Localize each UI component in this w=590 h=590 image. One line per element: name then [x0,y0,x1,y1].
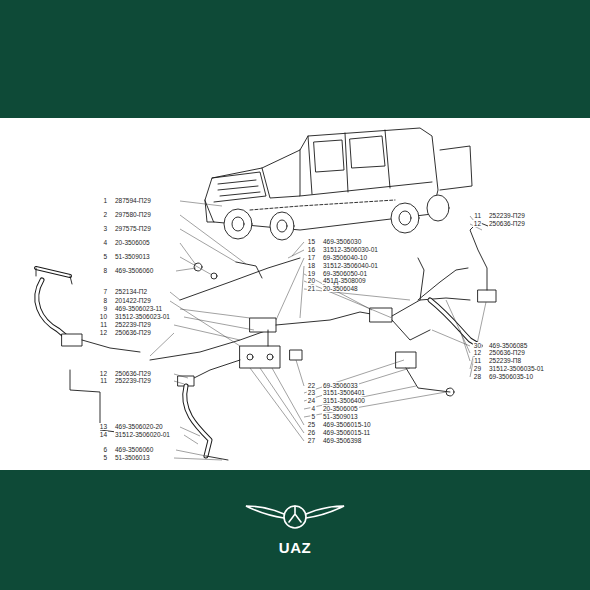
part-number: 20-3506048 [322,285,359,292]
part-number: 252239-П29 [114,321,152,328]
callout-number: 12 [473,349,482,356]
part-number: 51-3509013 [114,253,151,260]
callout-number: 5 [102,253,108,260]
callout-number: 21 [307,285,316,292]
callout-number: 2 [102,211,108,218]
part-number: 69-3506040-10 [322,254,368,261]
callout-number: 5 [102,454,108,461]
part-number: 31512-3506040-01 [322,262,379,269]
callout-number: 11 [99,377,108,384]
callout-number: 24 [307,397,316,404]
callout-number: 12 [99,329,108,336]
callout-number: 6 [102,446,108,453]
callout-number: 12 [473,220,482,227]
callout-number: 28 [473,373,482,380]
callout-number: 23 [307,389,316,396]
callout-number: 9 [102,305,108,312]
part-number: 31512-3506035-01 [488,365,545,372]
callout-number: 10 [99,313,108,320]
part-number: 31512-3506023-01 [114,313,171,320]
part-number: 250636-П29 [488,349,526,356]
part-number: 3151-3506401 [322,389,366,396]
callout-number: 5 [310,413,316,420]
callout-number: 12 [99,370,108,377]
part-number: 250636-П29 [114,329,152,336]
part-number: 51-3509013 [322,413,359,420]
part-number: 297575-П29 [114,225,152,232]
callout-number: 4 [310,405,316,412]
part-number: 469-3506015-10 [322,421,372,428]
part-number: 51-3506013 [114,454,151,461]
part-number: 20-3506005 [114,239,151,246]
part-number: 252239-П29 [488,212,526,219]
callout-number: 25 [307,421,316,428]
top-band [0,0,590,118]
part-number: 469-3506398 [322,437,362,444]
callout-number: 11 [473,212,482,219]
part-number: 31512-3506030-01 [322,246,379,253]
bottom-band [0,470,590,590]
part-number: 250636-П29 [114,370,152,377]
callout-number: 17 [307,254,316,261]
part-number: 469-3506060 [114,446,154,453]
part-number: 69-3506050-01 [322,270,368,277]
callout-number: 27 [307,437,316,444]
callout-number: 14 [99,431,108,438]
part-number: 250636-П29 [488,220,526,227]
callout-number: 30 [473,342,482,349]
part-number: 469-3506023-11 [114,305,163,312]
callout-number: 13 [99,423,108,430]
callout-number: 15 [307,238,316,245]
callout-number: 8 [102,297,108,304]
part-number: 252134-П2 [114,288,148,295]
callout-number: 18 [307,262,316,269]
callout-number: 11 [473,357,482,364]
part-number: 297580-П29 [114,211,152,218]
callout-number: 1 [102,197,108,204]
callout-number: 3 [102,225,108,232]
part-number: 469-3506085 [488,342,528,349]
callout-number: 29 [473,365,482,372]
part-number: 252239-П8 [488,357,522,364]
part-number: 201422-П29 [114,297,152,304]
part-number: 252239-П29 [114,377,152,384]
part-number: 3151-3506400 [322,397,366,404]
callout-number: 7 [102,288,108,295]
brand-logo-text: UAZ [279,540,311,556]
callout-number: 16 [307,246,316,253]
callout-number: 26 [307,429,316,436]
callout-number: 4 [102,239,108,246]
part-number: 469-3506015-11 [322,429,371,436]
part-number: 69-3506035-10 [488,373,534,380]
callout-number: 20 [307,277,316,284]
part-number: 469-3506060 [114,267,154,274]
callout-number: 19 [307,270,316,277]
callout-number: 22 [307,382,316,389]
part-number: 451Д-3508009 [322,277,367,284]
part-number: 469-3506020-20 [114,423,164,430]
part-number: 287594-П29 [114,197,152,204]
part-number: 69-3506033 [322,382,359,389]
part-number: 31512-3506020-01 [114,431,171,438]
callout-number: 8 [102,267,108,274]
callout-number: 11 [99,321,108,328]
part-number: 20-3506005 [322,405,359,412]
part-number: 469-3506030 [322,238,362,245]
